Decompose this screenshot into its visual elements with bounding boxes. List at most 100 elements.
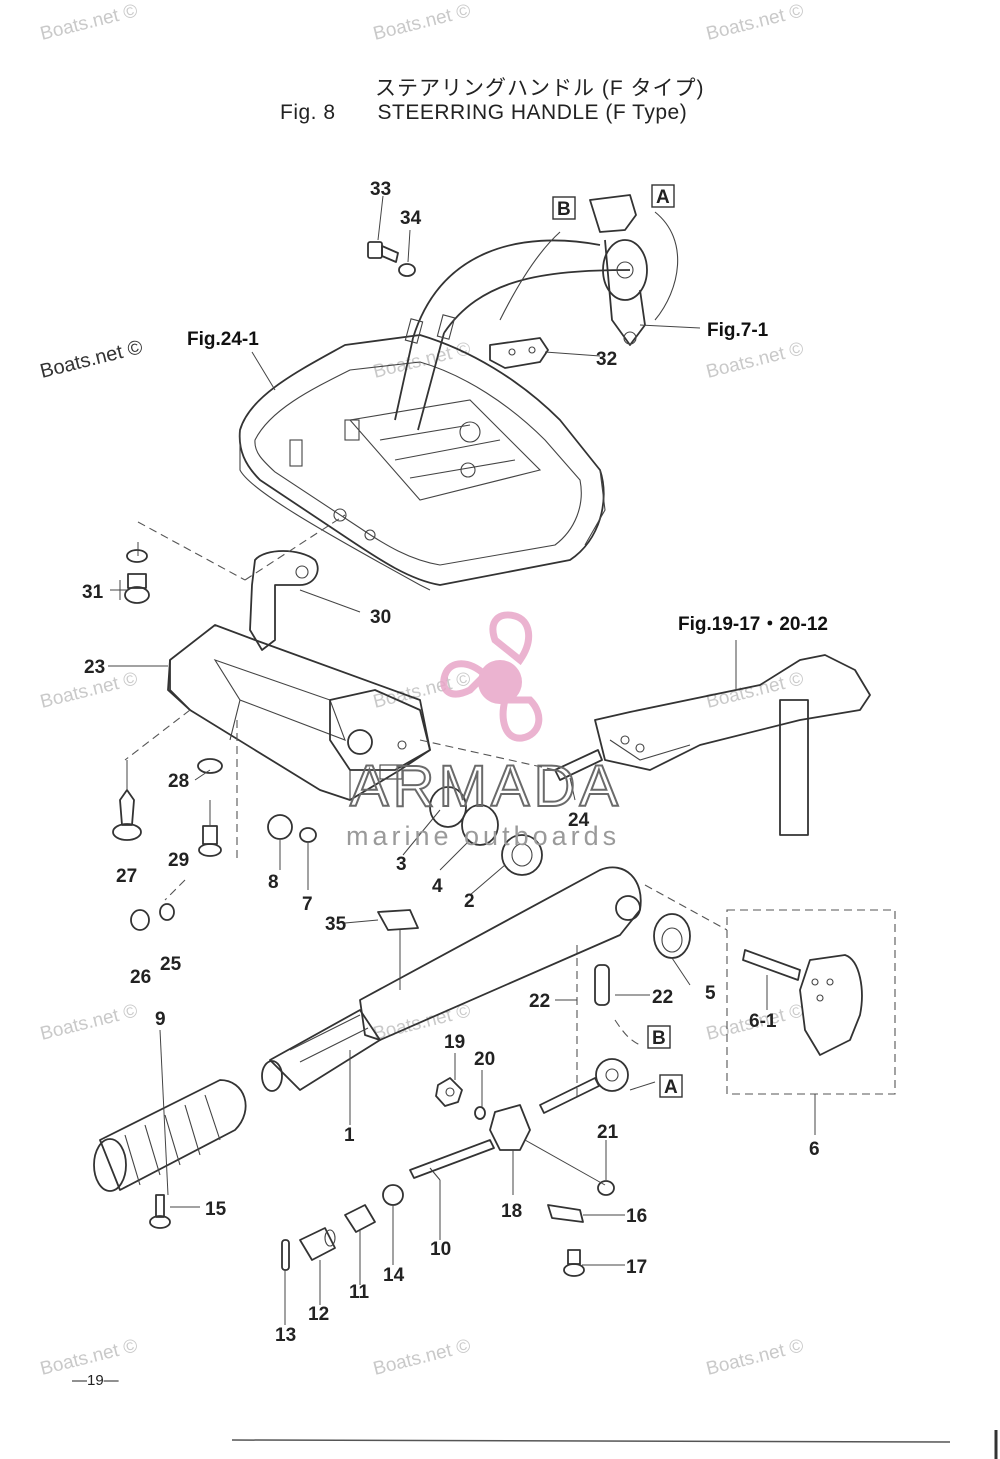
brand-tagline: marine outboards [346,821,620,851]
bushing-2 [501,834,543,876]
watermark: Boats.net © [704,1335,806,1379]
part-label: 3 [396,854,407,875]
washer-28 [197,758,223,774]
part-label: 32 [596,349,617,370]
part-label: 4 [432,876,443,897]
handle-grip-9 [93,1079,247,1192]
part-number-labels: 33 34 32 31 30 23 28 29 27 8 7 3 4 2 24 … [82,179,820,1346]
bush-14 [382,1184,404,1206]
ref-fig7: Fig.7-1 [707,320,769,341]
watermark: Boats.net © [38,1000,140,1044]
part-label: 7 [302,894,313,915]
nut-26 [130,909,150,931]
sleeve-22 [576,945,610,1100]
ref-fig24: Fig.24-1 [187,329,259,350]
part-label: 22 [652,987,673,1008]
bolt-17 [563,1249,585,1277]
shaft-10 [409,1139,495,1181]
part-label: 8 [268,872,279,893]
title-japanese: ステアリングハンドル (F タイプ) [375,77,705,100]
box-label-a-top: A [651,184,675,208]
part-label: 29 [168,850,189,871]
ring-20 [474,1106,486,1120]
holder-18 [489,1104,531,1151]
bolt-29 [198,825,222,857]
part-label: 13 [275,1325,296,1346]
throttle-cam [539,1058,629,1114]
part-label: 24 [568,810,590,831]
figure-title: STEERRING HANDLE (F Type) [377,101,688,124]
box-label-b-top: B [552,196,576,220]
part-label: 15 [205,1199,227,1220]
carb-linkage [589,194,648,346]
throttle-cables [394,211,679,431]
watermark: Boats.net © [38,336,145,383]
bracket-32 [489,337,549,369]
leader-lines [108,195,816,1325]
watermark: Boats.net © [704,0,806,44]
part-label: 25 [160,954,182,975]
handle-arm-1 [261,866,642,1092]
steering-link-30 [249,550,319,651]
part-label: 27 [116,866,137,887]
box-label-b-bottom: B [647,1025,671,1049]
bolt-33 [367,241,399,263]
bush-11 [344,1204,376,1233]
svg-text:B: B [557,199,571,220]
part-label: 35 [325,914,347,935]
pin-13 [281,1239,290,1271]
part-label: 11 [349,1282,370,1303]
part-label: 34 [400,208,422,229]
part-label: 5 [705,983,716,1004]
page-number: —19— [72,1372,119,1389]
knob-19 [435,1077,463,1107]
part-label: 6 [809,1139,820,1160]
part-label: 26 [130,967,151,988]
watermark: Boats.net © [704,668,806,712]
part-label: 16 [626,1206,647,1227]
part-label: 2 [464,891,475,912]
box-label-a-bottom: A [659,1074,683,1098]
part-label: 19 [444,1032,465,1053]
part-label: 28 [168,771,189,792]
propeller-icon [440,611,543,742]
watermark: Boats.net © [704,338,806,382]
part-label: 20 [474,1049,495,1070]
part-label: 1 [344,1125,355,1146]
watermark: Boats.net © [371,0,473,44]
washer-31 [126,549,148,563]
washer-7 [299,827,317,843]
brand-name: ARMADA [350,754,622,819]
figure-number: Fig. 8 [280,101,336,124]
part-label: 17 [626,1257,647,1278]
screw-15 [149,1194,171,1229]
title-english: Fig. 8 STEERRING HANDLE (F Type) [280,101,687,125]
svg-text:A: A [656,187,670,208]
cap-nut-5 [653,913,691,959]
swivel-bracket [594,654,871,836]
ref-fig19: Fig.19-17・20-12 [678,614,828,635]
part-label: 9 [155,1009,166,1030]
brand-logo: ARMADA marine outboards [346,611,622,851]
part-label: 10 [430,1239,451,1260]
watermark: Boats.net © [38,0,140,44]
washer-34 [398,263,416,277]
svg-text:A: A [664,1077,678,1098]
friction-assy-6 [726,909,896,1095]
part-label: 12 [308,1304,329,1325]
part-label: 31 [82,582,104,603]
part-label: 14 [383,1265,405,1286]
part-label: 18 [501,1201,522,1222]
washer-3 [429,786,467,828]
washer-25 [159,903,175,921]
part-label: 30 [370,607,391,628]
nut-8 [267,814,293,840]
screw-27 [112,789,142,841]
part-label: 23 [84,657,105,678]
collar-12 [299,1227,336,1261]
stud-24 [554,749,603,781]
plate-16 [547,1204,584,1223]
nut-21 [597,1180,615,1196]
